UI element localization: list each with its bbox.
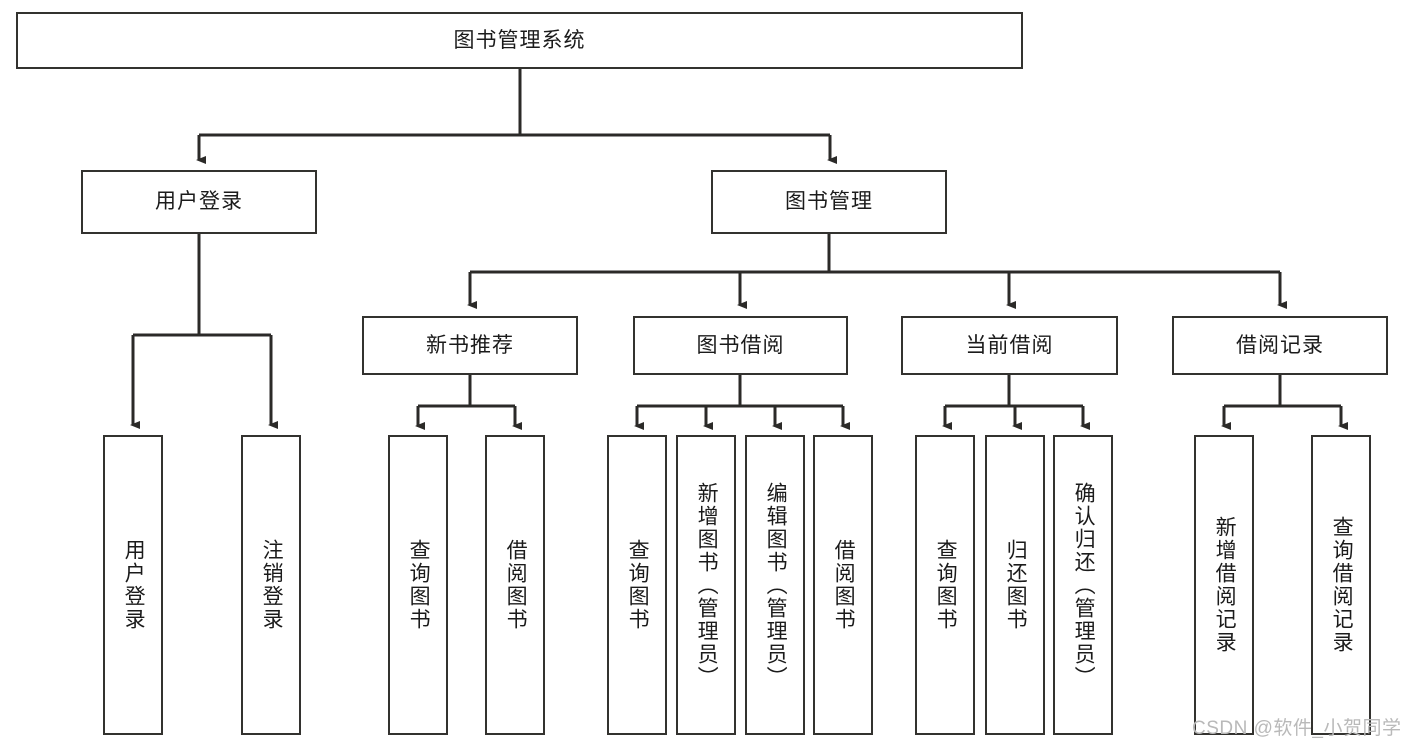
node-leaf-10-label: 确认归还（管理员） [1072,481,1096,689]
node-root-label: 图书管理系统 [453,28,586,52]
node-level3-3[interactable]: 借阅记录 [1172,316,1388,375]
node-leaf-0-label: 用户登录 [122,539,146,631]
node-leaf-1[interactable]: 注销登录 [241,435,301,735]
node-level2-0-label: 用户登录 [155,190,243,214]
node-leaf-7[interactable]: 借阅图书 [813,435,873,735]
node-leaf-6[interactable]: 编辑图书（管理员） [745,435,805,735]
node-level3-0-label: 新书推荐 [426,333,514,357]
node-leaf-4-label: 查询图书 [626,539,650,631]
node-level3-2-label: 当前借阅 [965,333,1054,357]
csdn-watermark: CSDN @软件_小贺同学 [1192,718,1402,739]
node-leaf-2[interactable]: 查询图书 [388,435,448,735]
node-leaf-4[interactable]: 查询图书 [607,435,667,735]
node-leaf-12[interactable]: 查询借阅记录 [1311,435,1371,735]
node-leaf-6-label: 编辑图书（管理员） [764,481,788,689]
node-level3-1-label: 图书借阅 [696,333,785,357]
node-level3-2[interactable]: 当前借阅 [901,316,1118,375]
node-leaf-11-label: 新增借阅记录 [1213,516,1237,654]
node-leaf-5[interactable]: 新增图书（管理员） [676,435,736,735]
node-leaf-3[interactable]: 借阅图书 [485,435,545,735]
node-level2-1[interactable]: 图书管理 [711,170,947,234]
node-level2-0[interactable]: 用户登录 [81,170,317,234]
node-level3-3-label: 借阅记录 [1236,333,1324,357]
node-level3-0[interactable]: 新书推荐 [362,316,578,375]
node-leaf-8-label: 查询图书 [934,539,958,631]
node-leaf-10[interactable]: 确认归还（管理员） [1053,435,1113,735]
node-leaf-1-label: 注销登录 [260,539,284,631]
node-leaf-7-label: 借阅图书 [832,539,856,631]
node-leaf-0[interactable]: 用户登录 [103,435,163,735]
node-leaf-9[interactable]: 归还图书 [985,435,1045,735]
node-level3-1[interactable]: 图书借阅 [633,316,848,375]
node-level2-1-label: 图书管理 [785,190,873,214]
node-leaf-8[interactable]: 查询图书 [915,435,975,735]
node-root[interactable]: 图书管理系统 [16,12,1023,69]
node-leaf-11[interactable]: 新增借阅记录 [1194,435,1254,735]
node-leaf-5-label: 新增图书（管理员） [695,481,719,689]
node-leaf-9-label: 归还图书 [1004,539,1028,631]
node-leaf-12-label: 查询借阅记录 [1330,516,1354,654]
node-leaf-2-label: 查询图书 [407,539,431,631]
node-leaf-3-label: 借阅图书 [504,539,528,631]
